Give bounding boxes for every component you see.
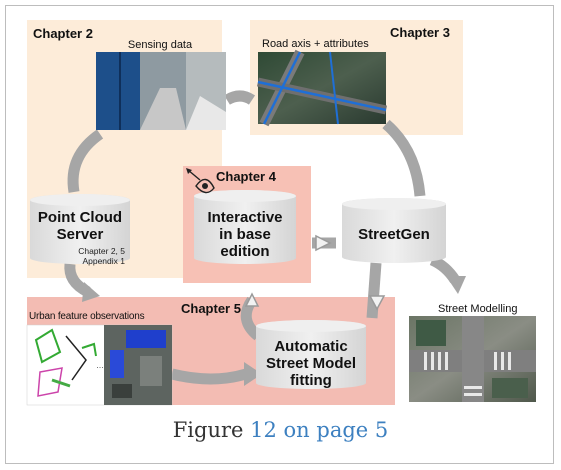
figure-caption: Figure 12 on page 5 [0,418,561,442]
caption-prefix: Figure [172,418,244,442]
chapter-4-label: Chapter 4 [216,169,277,184]
triangle-marker-down [368,295,386,311]
point-cloud-server-node [30,194,130,264]
pcs-title-line2: Server [57,226,104,243]
arc-streetgen-to-fitting [366,262,382,319]
arrowhead-to-urban [82,282,100,302]
street-modelling-image [409,316,536,402]
urban-observations-label: Urban feature observations [29,311,145,322]
interactive-title-line1: Interactive [207,209,282,226]
sensing-data-label: Sensing data [128,39,193,51]
eye-icon [186,168,215,194]
pcs-ref-line2: Appendix 1 [82,256,125,266]
caption-page-link[interactable]: 12 on page 5 [250,418,389,442]
chapter-3-label: Chapter 3 [390,25,450,40]
svg-text:…: … [96,361,104,370]
chapter-5-label: Chapter 5 [181,301,241,316]
workflow-diagram: … [26,20,536,406]
arrowhead-to-street [446,276,466,294]
street-modelling-label: Street Modelling [438,303,518,315]
interactive-title-line3: edition [220,243,269,260]
fitting-title-line1: Automatic [274,338,347,355]
arc-sensing-to-road [224,90,256,105]
pcs-ref-line1: Chapter 2, 5 [78,246,125,256]
fitting-title-line2: Street Model [266,355,356,372]
interactive-title-line2: in base [219,226,271,243]
road-axis-label: Road axis + attributes [262,38,369,50]
chapter-2-label: Chapter 2 [33,26,93,41]
sensing-data-image [96,52,226,130]
arc-road-to-streetgen [382,119,426,197]
pcs-title-line1: Point Cloud [38,209,122,226]
road-axis-image [257,49,387,127]
streetgen-node [342,198,446,263]
urban-observations-image: … [26,324,173,406]
interactive-node [194,190,296,264]
automatic-fitting-node [256,320,366,389]
fitting-title-line3: fitting [290,372,332,389]
arrowhead-to-fitting [244,362,262,386]
arc-sensing-to-pcs [67,129,104,193]
streetgen-title: StreetGen [358,226,430,243]
triangle-marker-up [244,292,260,307]
arc-urban-to-fitting [170,368,248,385]
triangle-marker-right [315,234,332,252]
